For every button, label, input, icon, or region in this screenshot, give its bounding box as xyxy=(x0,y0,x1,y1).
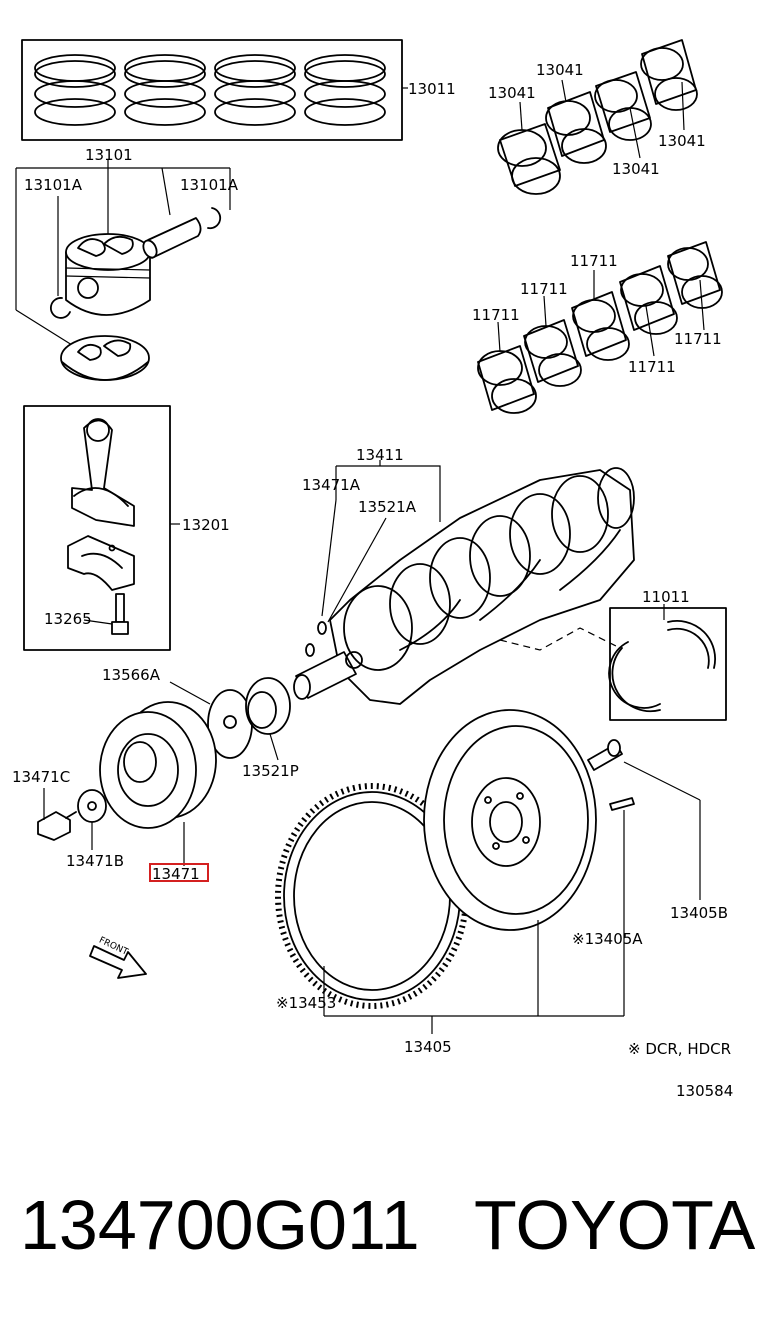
piston-group: 13101 13101A 13101A xyxy=(15,146,239,381)
label-13521P: 13521P xyxy=(242,762,299,780)
label-13041-d: 13041 xyxy=(658,132,706,150)
label-13405: 13405 xyxy=(404,1038,452,1056)
label-13101: 13101 xyxy=(85,146,133,164)
footnote: ※ DCR, HDCR xyxy=(628,1040,731,1058)
label-11711-b: 11711 xyxy=(520,280,568,298)
label-13566A: 13566A xyxy=(102,666,161,684)
label-13471A: 13471A xyxy=(302,476,361,494)
label-13201: 13201 xyxy=(182,516,230,534)
label-13405B: 13405B xyxy=(670,904,728,922)
label-11711-a: 11711 xyxy=(472,306,520,324)
label-13011: 13011 xyxy=(408,80,456,98)
label-13041-c: 13041 xyxy=(612,160,660,178)
label-13265: 13265 xyxy=(44,610,92,628)
label-13041-a: 13041 xyxy=(488,84,536,102)
label-13453: ※13453 xyxy=(276,994,336,1012)
connecting-rod-group xyxy=(23,405,180,651)
main-bearing-group xyxy=(497,39,698,195)
label-13405A: ※13405A xyxy=(572,930,643,948)
crankshaft-pulley-group: 13566A 13521P 13471 13471B 13471C xyxy=(12,666,299,883)
label-11011: 11011 xyxy=(642,588,690,606)
drawing-number: 130584 xyxy=(676,1082,733,1100)
brand-caption: TOYOTA xyxy=(474,1186,756,1264)
label-13471: 13471 xyxy=(152,865,200,883)
label-13041-b: 13041 xyxy=(536,61,584,79)
flywheel-group xyxy=(275,709,701,1034)
highlighted-part-box xyxy=(149,863,209,882)
label-11711-e: 11711 xyxy=(674,330,722,348)
part-number-caption: 134700G011 xyxy=(20,1186,420,1264)
thrust-washer-group xyxy=(608,604,727,721)
label-13471C: 13471C xyxy=(12,768,70,786)
label-13411: 13411 xyxy=(356,446,404,464)
front-arrow-icon: FRONT xyxy=(89,936,147,979)
label-13521A: 13521A xyxy=(358,498,417,516)
label-13471B: 13471B xyxy=(66,852,124,870)
crankshaft-group: 13411 13471A 13521A xyxy=(293,446,635,705)
rod-bearing-group xyxy=(477,241,723,414)
label-13101A-right: 13101A xyxy=(180,176,239,194)
label-13101A-left: 13101A xyxy=(24,176,83,194)
label-11711-c: 11711 xyxy=(570,252,618,270)
piston-ring-set-group xyxy=(21,39,408,141)
label-11711-d: 11711 xyxy=(628,358,676,376)
